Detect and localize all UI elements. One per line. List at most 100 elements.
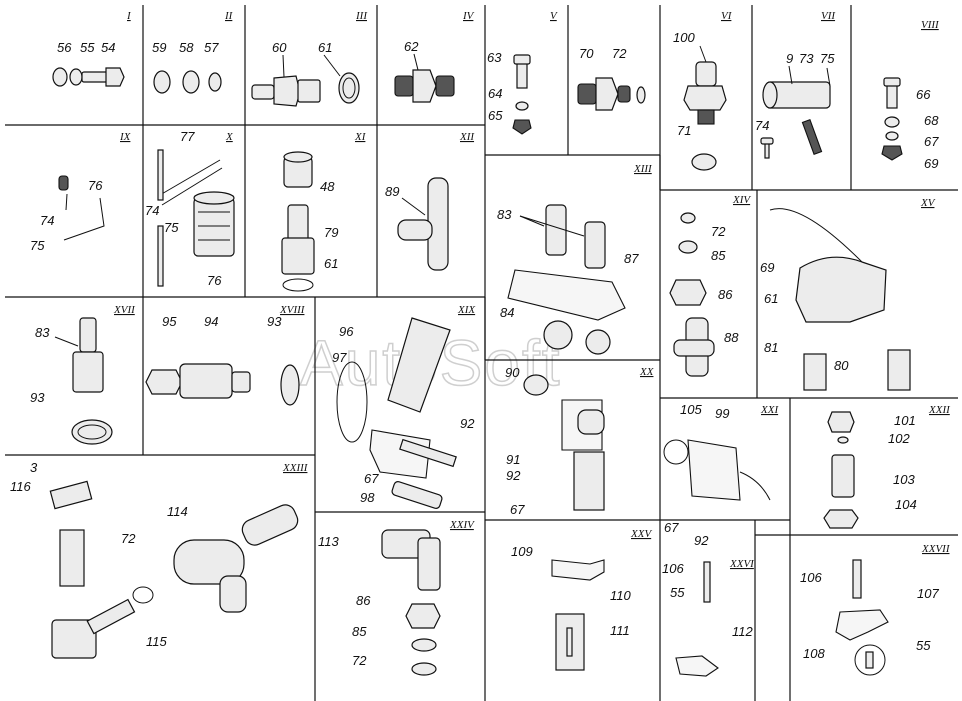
label-110: 110 (610, 588, 631, 603)
part-drawing (826, 67, 831, 87)
roman-XVII: XVII (113, 304, 136, 316)
part-drawing (697, 109, 715, 125)
part-drawing (519, 215, 585, 237)
part-drawing (323, 54, 341, 77)
part-drawing (72, 351, 104, 393)
part-drawing (58, 175, 69, 191)
label-76: 76 (207, 273, 222, 288)
label-103: 103 (893, 472, 915, 487)
label-83: 83 (497, 207, 512, 222)
label-67: 67 (510, 502, 525, 517)
label-94: 94 (204, 314, 218, 329)
part-drawing (417, 537, 441, 591)
label-55: 55 (916, 638, 931, 653)
label-108: 108 (803, 646, 825, 661)
part-drawing (397, 219, 433, 241)
label-106: 106 (662, 561, 684, 576)
label-77: 77 (180, 129, 195, 144)
part-drawing (687, 439, 741, 501)
panel-XXIV: XXIV 113 86 85 72 (318, 519, 475, 676)
label-55: 55 (670, 585, 685, 600)
part-drawing (577, 409, 605, 435)
roman-X: X (225, 131, 234, 143)
label-66: 66 (916, 87, 931, 102)
part-drawing (585, 329, 611, 355)
part-drawing (852, 559, 862, 599)
label-83: 83 (35, 325, 50, 340)
label-112: 112 (732, 624, 753, 639)
part-drawing (837, 436, 849, 444)
part-drawing (887, 349, 911, 391)
panel-XVII: XVII 83 93 (30, 304, 136, 445)
roman-XXVI: XXVI (729, 558, 755, 570)
panel-XX: XX 90 91 92 67 (505, 365, 655, 517)
part-drawing (507, 269, 626, 321)
part-drawing (71, 419, 113, 445)
part-drawing (678, 240, 698, 254)
label-109: 109 (511, 544, 533, 559)
part-drawing (157, 149, 164, 201)
label-54: 54 (101, 40, 115, 55)
part-drawing (411, 638, 437, 652)
part-drawing (831, 454, 855, 498)
part-drawing (401, 197, 426, 216)
washer-55 (69, 68, 83, 86)
part-drawing (680, 212, 696, 224)
roman-XXI: XXI (760, 404, 779, 416)
panel-XXVII: XXVII 106 107 108 55 (800, 543, 951, 676)
roman-XXVII: XXVII (921, 543, 951, 555)
label-56: 56 (57, 40, 72, 55)
roman-XXV: XXV (630, 528, 652, 540)
label-111: 111 (610, 623, 630, 638)
label-92: 92 (694, 533, 709, 548)
panel-XVIII: XVIII 95 94 93 (145, 304, 306, 406)
part-drawing (405, 603, 441, 629)
part-drawing (865, 651, 874, 669)
label-97: 97 (332, 350, 347, 365)
label-91: 91 (506, 452, 520, 467)
part-drawing (760, 137, 774, 145)
label-105: 105 (680, 402, 702, 417)
part-drawing (338, 72, 360, 104)
part-drawing (193, 191, 235, 205)
panel-XXIII: XXIII 3 116 114 72 115 (10, 460, 309, 659)
label-102: 102 (888, 431, 910, 446)
part-drawing (77, 424, 107, 440)
label-67: 67 (924, 134, 939, 149)
label-61: 61 (318, 40, 332, 55)
label-70: 70 (579, 46, 594, 61)
label-75: 75 (164, 220, 179, 235)
panel-VII: VII 9 73 75 74 (755, 10, 836, 159)
roman-V: V (550, 10, 558, 22)
panel-VI: VI 100 71 (673, 10, 733, 171)
part-drawing (636, 86, 646, 104)
label-107: 107 (917, 586, 939, 601)
part-drawing (854, 644, 886, 676)
label-99: 99 (715, 406, 729, 421)
label-74: 74 (40, 213, 54, 228)
panel-III: III 60 61 (251, 10, 368, 107)
washer-56 (52, 67, 68, 87)
part-drawing (54, 336, 79, 347)
roman-IX: IX (119, 131, 132, 143)
part-drawing (883, 77, 901, 87)
roman-VI: VI (721, 10, 733, 22)
label-72: 72 (121, 531, 136, 546)
roman-XX: XX (639, 366, 655, 378)
part-drawing (411, 662, 437, 676)
roman-XIII: XIII (633, 163, 653, 175)
part-drawing (516, 61, 528, 89)
label-75: 75 (820, 51, 835, 66)
part-drawing (881, 145, 903, 161)
label-92: 92 (460, 416, 475, 431)
panel-VIII: VIII 66 68 67 69 (881, 19, 940, 171)
part-drawing (391, 481, 443, 509)
part-drawing (683, 85, 727, 111)
panel-II: II 59 58 57 (152, 10, 234, 94)
label-69: 69 (924, 156, 938, 171)
roman-XVIII: XVIII (279, 304, 306, 316)
label-48: 48 (320, 179, 335, 194)
label-9: 9 (786, 51, 793, 66)
part-drawing (173, 539, 245, 585)
label-116: 116 (10, 479, 31, 494)
